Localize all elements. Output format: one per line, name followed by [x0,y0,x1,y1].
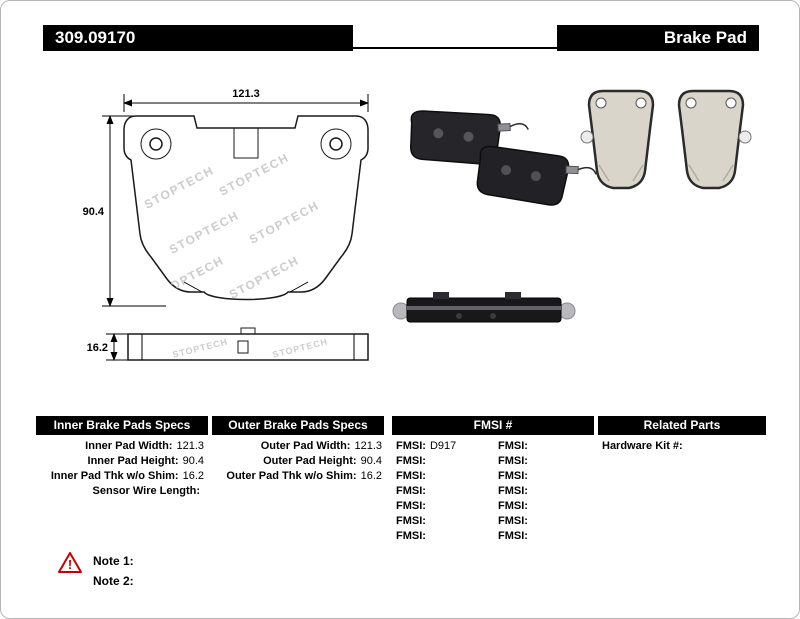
ear-hole [329,137,343,151]
spec-label: Sensor Wire Length: [92,485,200,497]
spec-row: Inner Pad Width:121.3 [36,439,204,454]
fmsi-label: FMSI: [498,500,528,512]
related-parts-header: Related Parts [598,416,766,435]
fmsi-cell: FMSI: [396,514,498,529]
fmsi-table: FMSI:D917 FMSI: FMSI: FMSI: FMSI: FMSI: … [396,439,600,544]
thickness-dimension-label: 16.2 [87,342,108,354]
wear-sensor [580,130,594,144]
width-dimension-label: 121.3 [232,88,260,100]
spec-row: Outer Pad Height:90.4 [212,454,382,469]
fmsi-cell: FMSI:D917 [396,439,498,454]
fmsi-label: FMSI: [498,515,528,527]
fmsi-label: FMSI: [396,515,426,527]
fmsi-label: FMSI: [396,500,426,512]
pad-photo-back-2 [476,145,597,206]
chamfer-line [183,281,203,293]
front-view-drawing: 121.3 90.4 STOPTECH STOPTECH STOPTECH ST… [83,88,369,307]
part-number: 309.09170 [43,25,353,51]
fmsi-cell: FMSI: [498,454,600,469]
spec-label: Inner Pad Width: [85,440,173,452]
fmsi-cell: FMSI: [396,499,498,514]
outer-specs-header: Outer Brake Pads Specs [212,416,384,435]
top-tab [240,327,256,335]
fmsi-label: FMSI: [498,440,528,452]
fmsi-cell: FMSI: [498,439,600,454]
fmsi-row: FMSI: FMSI: [396,469,600,484]
fmsi-header: FMSI # [392,416,594,435]
fmsi-cell: FMSI: [396,529,498,544]
spec-row: Hardware Kit #: [602,439,762,454]
spec-value: 16.2 [182,470,204,482]
fmsi-row: FMSI: FMSI: [396,529,600,544]
fmsi-row: FMSI: FMSI: [396,484,600,499]
spec-label: Outer Pad Thk w/o Shim: [226,470,357,482]
fmsi-label: FMSI: [396,455,426,467]
chamfer-line [289,281,309,293]
spec-value: 90.4 [360,455,382,467]
spec-label: Outer Pad Height: [263,455,357,467]
note-1-label: Note 1: [93,554,134,568]
pad-photo-back-1 [410,110,529,165]
related-parts-table: Hardware Kit #: [602,439,762,454]
ear-lobe [320,128,352,160]
pad-photo-front-1 [580,89,655,190]
wear-sensor [738,130,752,144]
warning-exclamation: ! [68,557,72,572]
height-dimension-label: 90.4 [83,206,105,218]
pad-outline [123,115,369,301]
side-view-drawing: 16.2 STOPTECH STOPTECH [87,327,369,361]
fmsi-cell: FMSI: [498,499,600,514]
spec-label: Outer Pad Width: [260,440,351,452]
ear-lobe [140,128,172,160]
fmsi-cell: FMSI: [498,514,600,529]
warning-icon: ! [58,552,82,573]
fmsi-label: FMSI: [396,485,426,497]
spec-row: Inner Pad Height:90.4 [36,454,204,469]
center-clip-detail [233,127,259,159]
fmsi-label: FMSI: [498,470,528,482]
fmsi-cell: FMSI: [498,469,600,484]
fmsi-label: FMSI: [498,455,528,467]
outer-specs-table: Outer Pad Width:121.3 Outer Pad Height:9… [212,439,382,484]
spec-label: Inner Pad Thk w/o Shim: [50,470,179,482]
inner-specs-header: Inner Brake Pads Specs [36,416,208,435]
spec-label: Inner Pad Height: [87,455,179,467]
inner-specs-table: Inner Pad Width:121.3 Inner Pad Height:9… [36,439,204,499]
spec-row: Outer Pad Width:121.3 [212,439,382,454]
spec-row: Sensor Wire Length: [36,484,204,499]
header-divider [349,47,561,49]
product-type-title: Brake Pad [557,25,759,51]
fmsi-label: FMSI: [396,440,426,452]
fmsi-cell: FMSI: [396,454,498,469]
fmsi-cell: FMSI: [498,484,600,499]
fmsi-cell: FMSI: [396,469,498,484]
fmsi-cell: FMSI: [396,484,498,499]
spec-value: 16.2 [360,470,382,482]
fmsi-label: FMSI: [396,530,426,542]
fmsi-row: FMSI:D917 FMSI: [396,439,600,454]
spec-row: Inner Pad Thk w/o Shim:16.2 [36,469,204,484]
pad-set-photo [410,89,752,206]
spec-label: Hardware Kit #: [602,440,683,452]
pad-edge-photo [392,292,576,323]
spec-value: 121.3 [176,440,204,452]
spec-value: 121.3 [354,440,382,452]
spec-row: Outer Pad Thk w/o Shim:16.2 [212,469,382,484]
fmsi-label: FMSI: [396,470,426,482]
fmsi-row: FMSI: FMSI: [396,499,600,514]
spec-value: 90.4 [182,455,204,467]
fmsi-value: D917 [429,440,457,452]
fmsi-row: FMSI: FMSI: [396,514,600,529]
ear-hole [149,137,163,151]
fmsi-label: FMSI: [498,485,528,497]
clip-detail [237,340,249,354]
fmsi-label: FMSI: [498,530,528,542]
fmsi-row: FMSI: FMSI: [396,454,600,469]
fmsi-cell: FMSI: [498,529,600,544]
pad-photo-front-2 [677,89,752,190]
note-2-label: Note 2: [93,574,134,588]
